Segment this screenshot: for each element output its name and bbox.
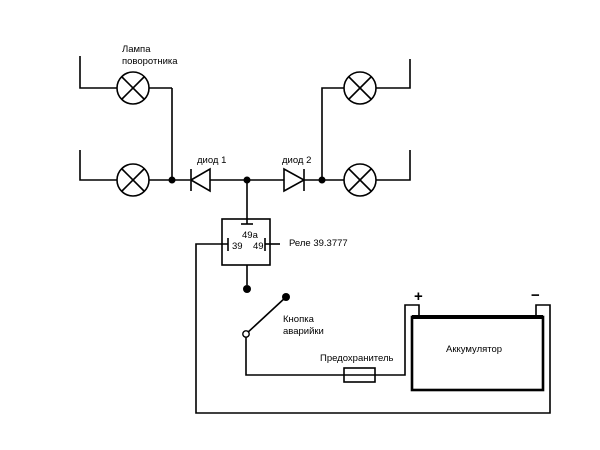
battery: [410, 304, 545, 392]
diode-icon: [283, 167, 306, 193]
diode-1: [189, 167, 211, 193]
lamp-icon: [116, 163, 150, 197]
junction-dot: [318, 176, 326, 184]
diode-icon: [189, 167, 211, 193]
diode-2: [283, 167, 306, 193]
relay-pin-49a: 49а: [242, 230, 259, 241]
fuse-label: Предохранитель: [320, 353, 394, 364]
relay-pin-49: 49: [253, 241, 264, 252]
fuse: [343, 367, 376, 383]
relay-pin-39: 39: [232, 241, 243, 252]
battery-plus-sign: +: [414, 288, 423, 305]
junction-dot: [168, 176, 176, 184]
battery-label: Аккумулятор: [446, 344, 502, 355]
lamp-icon: [343, 163, 377, 197]
lamp-top-right: [321, 59, 411, 180]
lamp-top-left: [79, 56, 172, 105]
fuse-icon: [343, 367, 376, 383]
lamp-label-line1: Лампа: [122, 44, 151, 55]
lamp-icon: [343, 71, 377, 105]
lamp-label-line2: поворотника: [122, 56, 178, 67]
diode-1-label: диод 1: [197, 155, 226, 166]
relay-label: Реле 39.3777: [289, 238, 348, 249]
lamp-icon: [116, 71, 150, 105]
lamp-bottom-right: [343, 150, 411, 197]
button-label-line1: Кнопка: [283, 314, 315, 325]
battery-minus-sign: −: [531, 287, 540, 304]
junction-dot: [243, 285, 251, 293]
lamp-bottom-left: [79, 150, 150, 197]
button-label-line2: аварийки: [283, 326, 324, 337]
diode-2-label: диод 2: [282, 155, 311, 166]
